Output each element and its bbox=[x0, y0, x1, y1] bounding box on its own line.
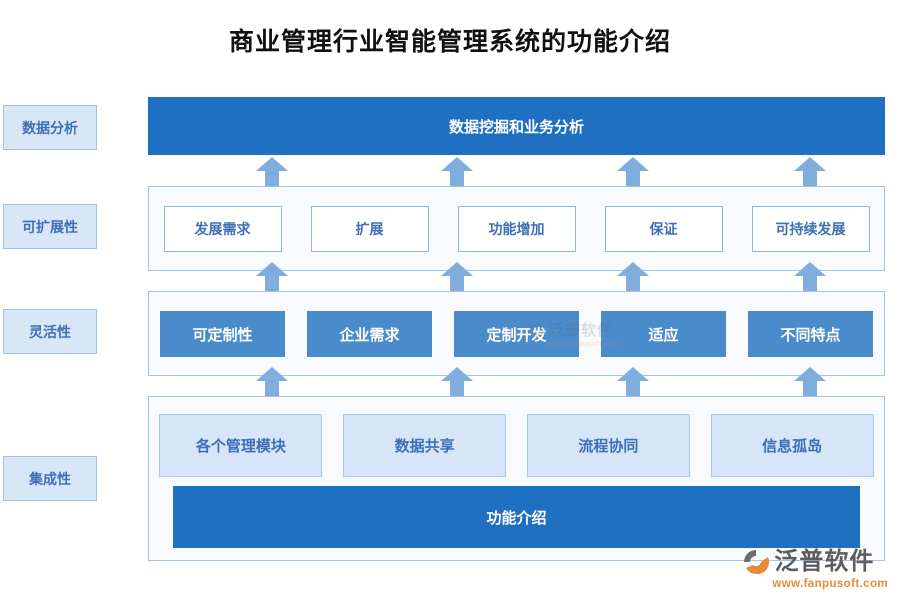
up-arrow-icon bbox=[616, 261, 650, 293]
row-scalability-cells: 发展需求 扩展 功能增加 保证 可持续发展 bbox=[149, 206, 884, 252]
sidebar-item-flexibility[interactable]: 灵活性 bbox=[3, 309, 97, 354]
cell-sustainable-development[interactable]: 可持续发展 bbox=[751, 206, 870, 252]
up-arrow-icon bbox=[255, 366, 289, 398]
cell-label: 各个管理模块 bbox=[195, 438, 286, 455]
cell-label: 数据共享 bbox=[394, 438, 455, 455]
cell-label: 信息孤岛 bbox=[762, 438, 823, 455]
up-arrow-icon bbox=[616, 366, 650, 398]
top-banner: 数据挖掘和业务分析 bbox=[148, 97, 885, 155]
sidebar-item-label: 数据分析 bbox=[22, 119, 78, 136]
cell-label: 可定制性 bbox=[192, 326, 253, 344]
row-integration: 各个管理模块 数据共享 流程协同 信息孤岛 功能介绍 bbox=[148, 396, 885, 561]
sidebar-item-label: 集成性 bbox=[29, 470, 71, 487]
bottom-bar-label: 功能介绍 bbox=[486, 509, 547, 527]
cell-label: 发展需求 bbox=[194, 221, 251, 237]
cell-function-addition[interactable]: 功能增加 bbox=[457, 206, 576, 252]
sidebar-item-label: 灵活性 bbox=[29, 323, 71, 340]
up-arrow-icon bbox=[793, 261, 827, 293]
up-arrow-icon bbox=[793, 156, 827, 188]
row-flexibility: 可定制性 企业需求 定制开发 适应 不同特点 bbox=[148, 291, 885, 376]
cell-label: 可持续发展 bbox=[775, 221, 846, 237]
row-flexibility-cells: 可定制性 企业需求 定制开发 适应 不同特点 bbox=[149, 311, 884, 357]
cell-label: 定制开发 bbox=[486, 326, 547, 344]
cell-different-features[interactable]: 不同特点 bbox=[748, 311, 873, 357]
up-arrow-icon bbox=[793, 366, 827, 398]
cell-process-collaboration[interactable]: 流程协同 bbox=[526, 414, 690, 477]
up-arrow-icon bbox=[440, 156, 474, 188]
site-logo-top: 泛普软件 bbox=[742, 548, 874, 576]
row-scalability: 发展需求 扩展 功能增加 保证 可持续发展 bbox=[148, 186, 885, 271]
row-integration-cells: 各个管理模块 数据共享 流程协同 信息孤岛 bbox=[149, 414, 884, 477]
cell-label: 流程协同 bbox=[578, 438, 639, 455]
cell-adaptation[interactable]: 适应 bbox=[601, 311, 726, 357]
up-arrow-icon bbox=[440, 261, 474, 293]
sidebar-item-scalability[interactable]: 可扩展性 bbox=[3, 204, 97, 249]
up-arrow-icon bbox=[255, 261, 289, 293]
page-title: 商业管理行业智能管理系统的功能介绍 bbox=[228, 28, 671, 56]
sidebar-item-data-analysis[interactable]: 数据分析 bbox=[3, 105, 97, 150]
cell-custom-development[interactable]: 定制开发 bbox=[454, 311, 579, 357]
cell-information-island[interactable]: 信息孤岛 bbox=[710, 414, 874, 477]
site-logo: 泛普软件 www.fanpusoft.com bbox=[742, 548, 888, 590]
fanpu-logo-icon bbox=[742, 548, 770, 576]
top-banner-label: 数据挖掘和业务分析 bbox=[448, 118, 584, 136]
cell-guarantee[interactable]: 保证 bbox=[604, 206, 723, 252]
cell-label: 保证 bbox=[649, 221, 678, 237]
logo-url: www.fanpusoft.com bbox=[772, 578, 888, 590]
cell-development-demand[interactable]: 发展需求 bbox=[163, 206, 282, 252]
cell-management-modules[interactable]: 各个管理模块 bbox=[159, 414, 323, 477]
cell-label: 扩展 bbox=[355, 221, 384, 237]
sidebar-item-integration[interactable]: 集成性 bbox=[3, 456, 97, 501]
up-arrow-icon bbox=[440, 366, 474, 398]
cell-customizability[interactable]: 可定制性 bbox=[160, 311, 285, 357]
cell-label: 功能增加 bbox=[488, 221, 545, 237]
up-arrow-icon bbox=[255, 156, 289, 188]
bottom-bar: 功能介绍 bbox=[173, 486, 860, 548]
logo-brand: 泛普软件 bbox=[774, 548, 875, 575]
up-arrow-icon bbox=[616, 156, 650, 188]
cell-data-sharing[interactable]: 数据共享 bbox=[343, 414, 507, 477]
cell-label: 不同特点 bbox=[780, 326, 841, 344]
cell-expansion[interactable]: 扩展 bbox=[310, 206, 429, 252]
cell-label: 企业需求 bbox=[339, 326, 400, 344]
cell-label: 适应 bbox=[648, 326, 679, 344]
sidebar-item-label: 可扩展性 bbox=[22, 218, 78, 235]
cell-enterprise-demand[interactable]: 企业需求 bbox=[307, 311, 432, 357]
